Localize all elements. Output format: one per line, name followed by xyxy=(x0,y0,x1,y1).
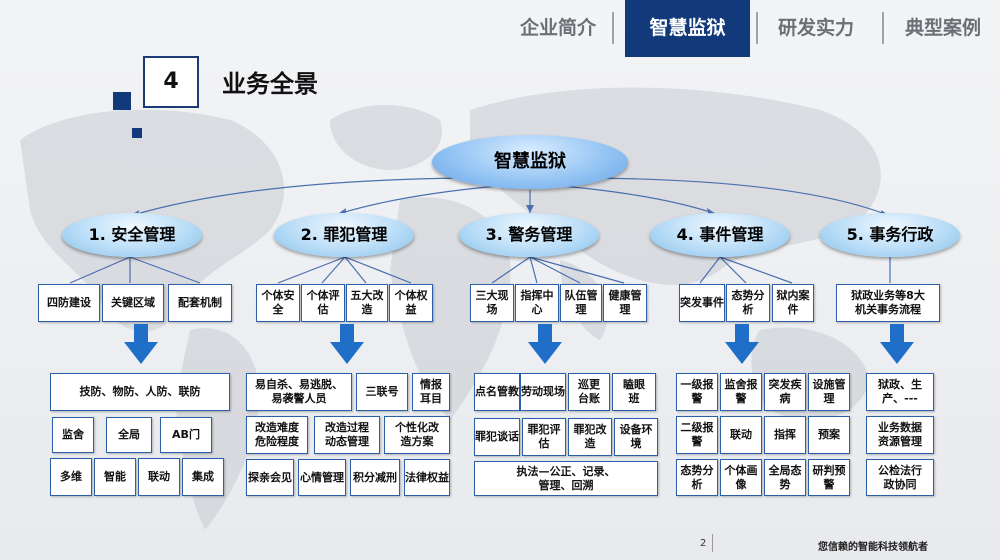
detail-box: 罪犯改造 xyxy=(568,418,612,456)
detail-box: AB门 xyxy=(160,417,212,453)
subitem-box: 态势分析 xyxy=(726,284,770,322)
category-security: 1. 安全管理 xyxy=(62,213,202,257)
subitem-box: 四防建设 xyxy=(38,284,100,322)
detail-box: 巡更台账 xyxy=(568,373,610,411)
down-arrow-icon xyxy=(330,324,364,364)
category-event: 4. 事件管理 xyxy=(650,213,790,257)
down-arrow-icon xyxy=(528,324,562,364)
detail-box: 集成 xyxy=(182,458,224,496)
detail-box: 法律权益 xyxy=(404,459,450,496)
subitem-box: 五大改造 xyxy=(346,284,388,322)
detail-box: 全局态势 xyxy=(764,459,806,496)
detail-box: 联动 xyxy=(138,458,180,496)
detail-box: 全局 xyxy=(106,417,152,453)
subitem-box: 狱政业务等8大机关事务流程 xyxy=(836,284,940,322)
detail-box: 指挥 xyxy=(764,416,806,454)
detail-box: 公检法行政协同 xyxy=(866,459,934,496)
detail-box: 心情管理 xyxy=(298,459,346,496)
detail-box: 研判预警 xyxy=(808,459,850,496)
subitem-box: 关键区域 xyxy=(102,284,164,322)
detail-box: 联动 xyxy=(720,416,762,454)
detail-box: 突发疾病 xyxy=(764,373,806,411)
detail-box: 狱政、生产、--- xyxy=(866,373,934,411)
decor-square xyxy=(113,92,131,110)
down-arrow-icon xyxy=(124,324,158,364)
subitem-box: 狱内案件 xyxy=(772,284,814,322)
detail-box: 点名管教 xyxy=(474,373,520,411)
detail-box: 瞌眼班 xyxy=(612,373,656,411)
detail-box: 态势分析 xyxy=(676,459,718,496)
nav-item-company-intro[interactable]: 企业简介 xyxy=(520,17,597,39)
detail-box: 设备环境 xyxy=(614,418,658,456)
detail-box: 劳动现场 xyxy=(520,373,566,411)
detail-box: 改造难度危险程度 xyxy=(246,416,308,454)
detail-box: 技防、物防、人防、联防 xyxy=(50,373,230,411)
detail-box: 改造过程动态管理 xyxy=(314,416,380,454)
detail-box: 易自杀、易逃脱、易袭警人员 xyxy=(246,373,352,411)
subitem-box: 个体安全 xyxy=(256,284,300,322)
section-number: 4 xyxy=(143,56,199,108)
detail-box: 预案 xyxy=(808,416,850,454)
top-nav: 企业简介 智慧监狱 研发实力 典型案例 xyxy=(0,0,1000,58)
nav-separator xyxy=(756,12,758,44)
detail-box: 二级报警 xyxy=(676,416,718,454)
category-admin: 5. 事务行政 xyxy=(820,213,960,257)
category-police: 3. 警务管理 xyxy=(459,213,599,257)
detail-box: 探亲会见 xyxy=(246,459,294,496)
nav-item-smart-prison-active[interactable]: 智慧监狱 xyxy=(625,0,750,57)
nav-item-typical-cases[interactable]: 典型案例 xyxy=(905,17,982,39)
detail-box: 积分减刑 xyxy=(350,459,400,496)
detail-box: 设施管理 xyxy=(808,373,850,411)
detail-box: 监舍 xyxy=(52,417,94,453)
detail-box: 罪犯谈话 xyxy=(474,418,520,456)
subitem-box: 健康管理 xyxy=(603,284,647,322)
nav-separator xyxy=(882,12,884,44)
down-arrow-icon xyxy=(880,324,914,364)
down-arrow-icon xyxy=(725,324,759,364)
decor-square xyxy=(132,128,142,138)
footer-slogan: 您信赖的智能科技领航者 xyxy=(818,542,928,553)
subitem-box: 队伍管理 xyxy=(560,284,602,322)
detail-box: 个性化改造方案 xyxy=(384,416,450,454)
detail-box: 个体画像 xyxy=(720,459,762,496)
subitem-box: 个体评估 xyxy=(301,284,345,322)
detail-box: 情报耳目 xyxy=(412,373,450,411)
root-node: 智慧监狱 xyxy=(432,135,628,189)
subitem-box: 突发事件 xyxy=(679,284,725,322)
detail-box: 多维 xyxy=(50,458,92,496)
page-number: 2 xyxy=(700,538,707,549)
detail-box: 执法—公正、记录、管理、回溯 xyxy=(474,461,658,496)
detail-box: 罪犯评估 xyxy=(522,418,566,456)
detail-box: 一级报警 xyxy=(676,373,718,411)
nav-item-rd-strength[interactable]: 研发实力 xyxy=(778,17,855,39)
nav-separator xyxy=(612,12,614,44)
detail-box: 三联号 xyxy=(356,373,408,411)
detail-box: 智能 xyxy=(94,458,136,496)
detail-box: 监舍报警 xyxy=(720,373,762,411)
footer-divider xyxy=(712,534,713,552)
detail-box: 业务数据资源管理 xyxy=(866,416,934,454)
subitem-box: 三大现场 xyxy=(470,284,514,322)
section-title: 业务全景 xyxy=(222,70,318,98)
category-criminal: 2. 罪犯管理 xyxy=(274,213,414,257)
subitem-box: 配套机制 xyxy=(168,284,232,322)
subitem-box: 指挥中心 xyxy=(515,284,559,322)
subitem-box: 个体权益 xyxy=(389,284,433,322)
